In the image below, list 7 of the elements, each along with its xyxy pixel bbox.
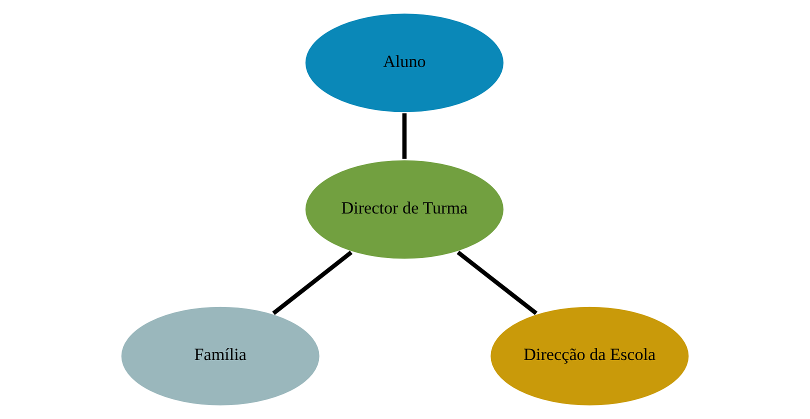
node-ellipse: Família [119, 304, 322, 408]
node-ellipse: Director de Turma [303, 158, 506, 261]
connector [402, 113, 407, 159]
connector [456, 250, 538, 316]
node-ellipse: Direcção da Escola [488, 304, 691, 408]
node-ellipse: Aluno [303, 11, 506, 114]
connector [272, 250, 353, 316]
